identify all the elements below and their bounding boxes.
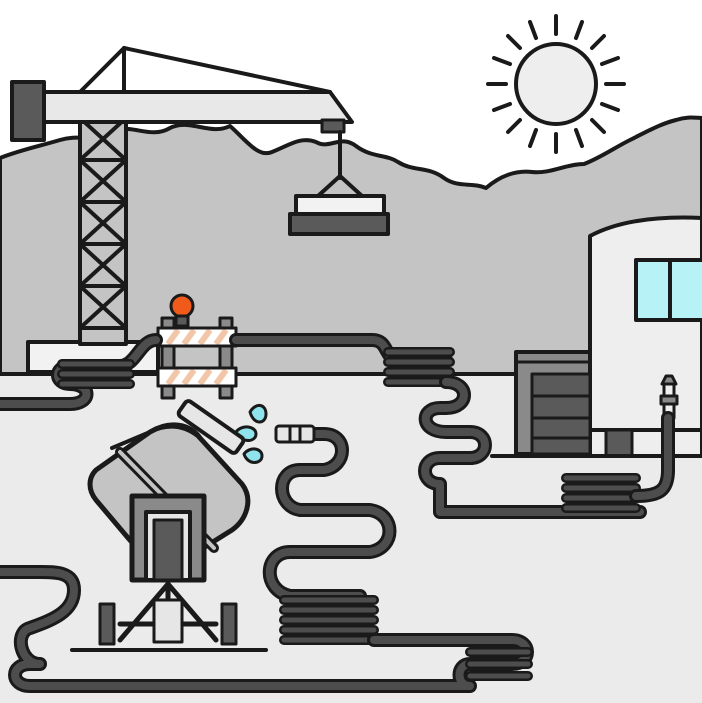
hose-icon [0,333,675,693]
warning-light-icon [169,293,195,319]
sun-icon [486,14,626,154]
cement-mixer-icon [70,399,268,652]
trailer-steps [514,350,592,456]
site-office-trailer-icon [490,215,702,458]
hose-nozzle-icon [274,424,316,444]
